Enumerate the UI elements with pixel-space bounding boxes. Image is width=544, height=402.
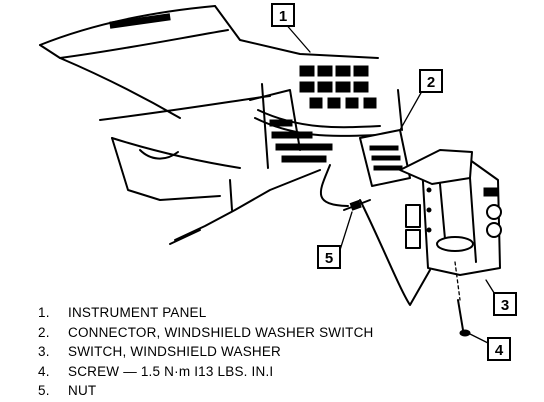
callout-4: 4 bbox=[487, 337, 511, 361]
legend-item-text: NUT bbox=[68, 383, 97, 398]
legend-item: 4. SCREW — 1.5 N·m I13 LBS. IN.I bbox=[38, 362, 518, 382]
callout-5-label: 5 bbox=[325, 250, 333, 267]
legend-item: 3. SWITCH, WINDSHIELD WASHER bbox=[38, 342, 518, 362]
legend-item-number: 4. bbox=[38, 363, 50, 379]
legend-item: 1. INSTRUMENT PANEL bbox=[38, 303, 518, 323]
instrument-panel-drawing bbox=[39, 5, 379, 245]
callout-3: 3 bbox=[493, 292, 517, 316]
legend-item-number: 1. bbox=[38, 305, 50, 320]
callout-3-label: 3 bbox=[501, 297, 509, 314]
legend-item: 2. CONNECTOR, WINDSHIELD WASHER SWITCH bbox=[38, 323, 518, 343]
wiring-harness bbox=[254, 109, 431, 306]
callout-1-label: 1 bbox=[279, 8, 287, 25]
legend-item-text: SWITCH, WINDSHIELD WASHER bbox=[68, 344, 282, 359]
legend-item-text: INSTRUMENT PANEL bbox=[68, 305, 207, 320]
legend-item-number: 3. bbox=[38, 344, 50, 359]
callout-1: 1 bbox=[271, 3, 295, 27]
legend-item-number: 5. bbox=[38, 383, 50, 398]
callout-2: 2 bbox=[419, 69, 443, 93]
legend-item-number: 2. bbox=[38, 324, 50, 340]
connector-drawing bbox=[359, 89, 411, 187]
callout-4-label: 4 bbox=[495, 342, 504, 359]
screw-drawing bbox=[457, 299, 471, 337]
callout-5: 5 bbox=[317, 245, 341, 269]
legend-item: 5. NUT bbox=[38, 381, 518, 401]
parts-legend: 1. INSTRUMENT PANEL 2. CONNECTOR, WINDSHIE… bbox=[38, 303, 518, 401]
washer-switch-drawing bbox=[399, 149, 502, 301]
legend-item-text: SCREW — 1.5 N·m I13 LBS. IN.I bbox=[68, 363, 274, 379]
callout-2-label: 2 bbox=[427, 74, 435, 91]
legend-item-text: CONNECTOR, WINDSHIELD WASHER SWITCH bbox=[68, 324, 374, 340]
panel-vent-grille bbox=[109, 13, 377, 163]
nut-drawing bbox=[343, 199, 371, 211]
